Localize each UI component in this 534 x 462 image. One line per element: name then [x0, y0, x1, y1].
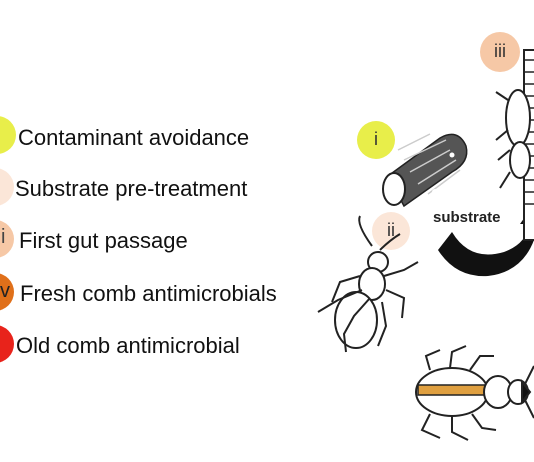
- curved-arrow-icon: [438, 204, 534, 277]
- stage-iii-badge: iii: [480, 32, 520, 72]
- legend-label-contaminant: Contaminant avoidance: [18, 125, 250, 150]
- stage-i-badge: i: [357, 121, 395, 159]
- legend-label-old: Old comb antimicrobial: [16, 333, 240, 358]
- legend-marker-old: [0, 325, 14, 363]
- legend-marker-substrate: [0, 168, 14, 206]
- legend-marker-fresh-text: v: [0, 280, 10, 302]
- termite-horizontal-icon: [415, 345, 534, 441]
- legend-marker-gut: [0, 220, 14, 258]
- legend-label-fresh: Fresh comb antimicrobials: [20, 281, 277, 306]
- stage-iii-label: iii: [494, 41, 506, 61]
- wood-log-icon: [382, 133, 468, 208]
- legend-marker-contaminant: [0, 116, 16, 154]
- termite-icon: [317, 215, 419, 353]
- stage-i-label: i: [374, 129, 378, 149]
- comb-structure-icon: [495, 49, 534, 241]
- substrate-label: substrate: [433, 209, 501, 226]
- stage-ii-badge: ii: [372, 212, 410, 250]
- legend-marker-fresh: [0, 273, 14, 311]
- legend-marker-gut-text: i: [1, 226, 6, 248]
- stage-ii-label: ii: [387, 220, 395, 240]
- legend-label-gut: First gut passage: [19, 228, 188, 253]
- legend-label-substrate: Substrate pre-treatment: [15, 176, 248, 201]
